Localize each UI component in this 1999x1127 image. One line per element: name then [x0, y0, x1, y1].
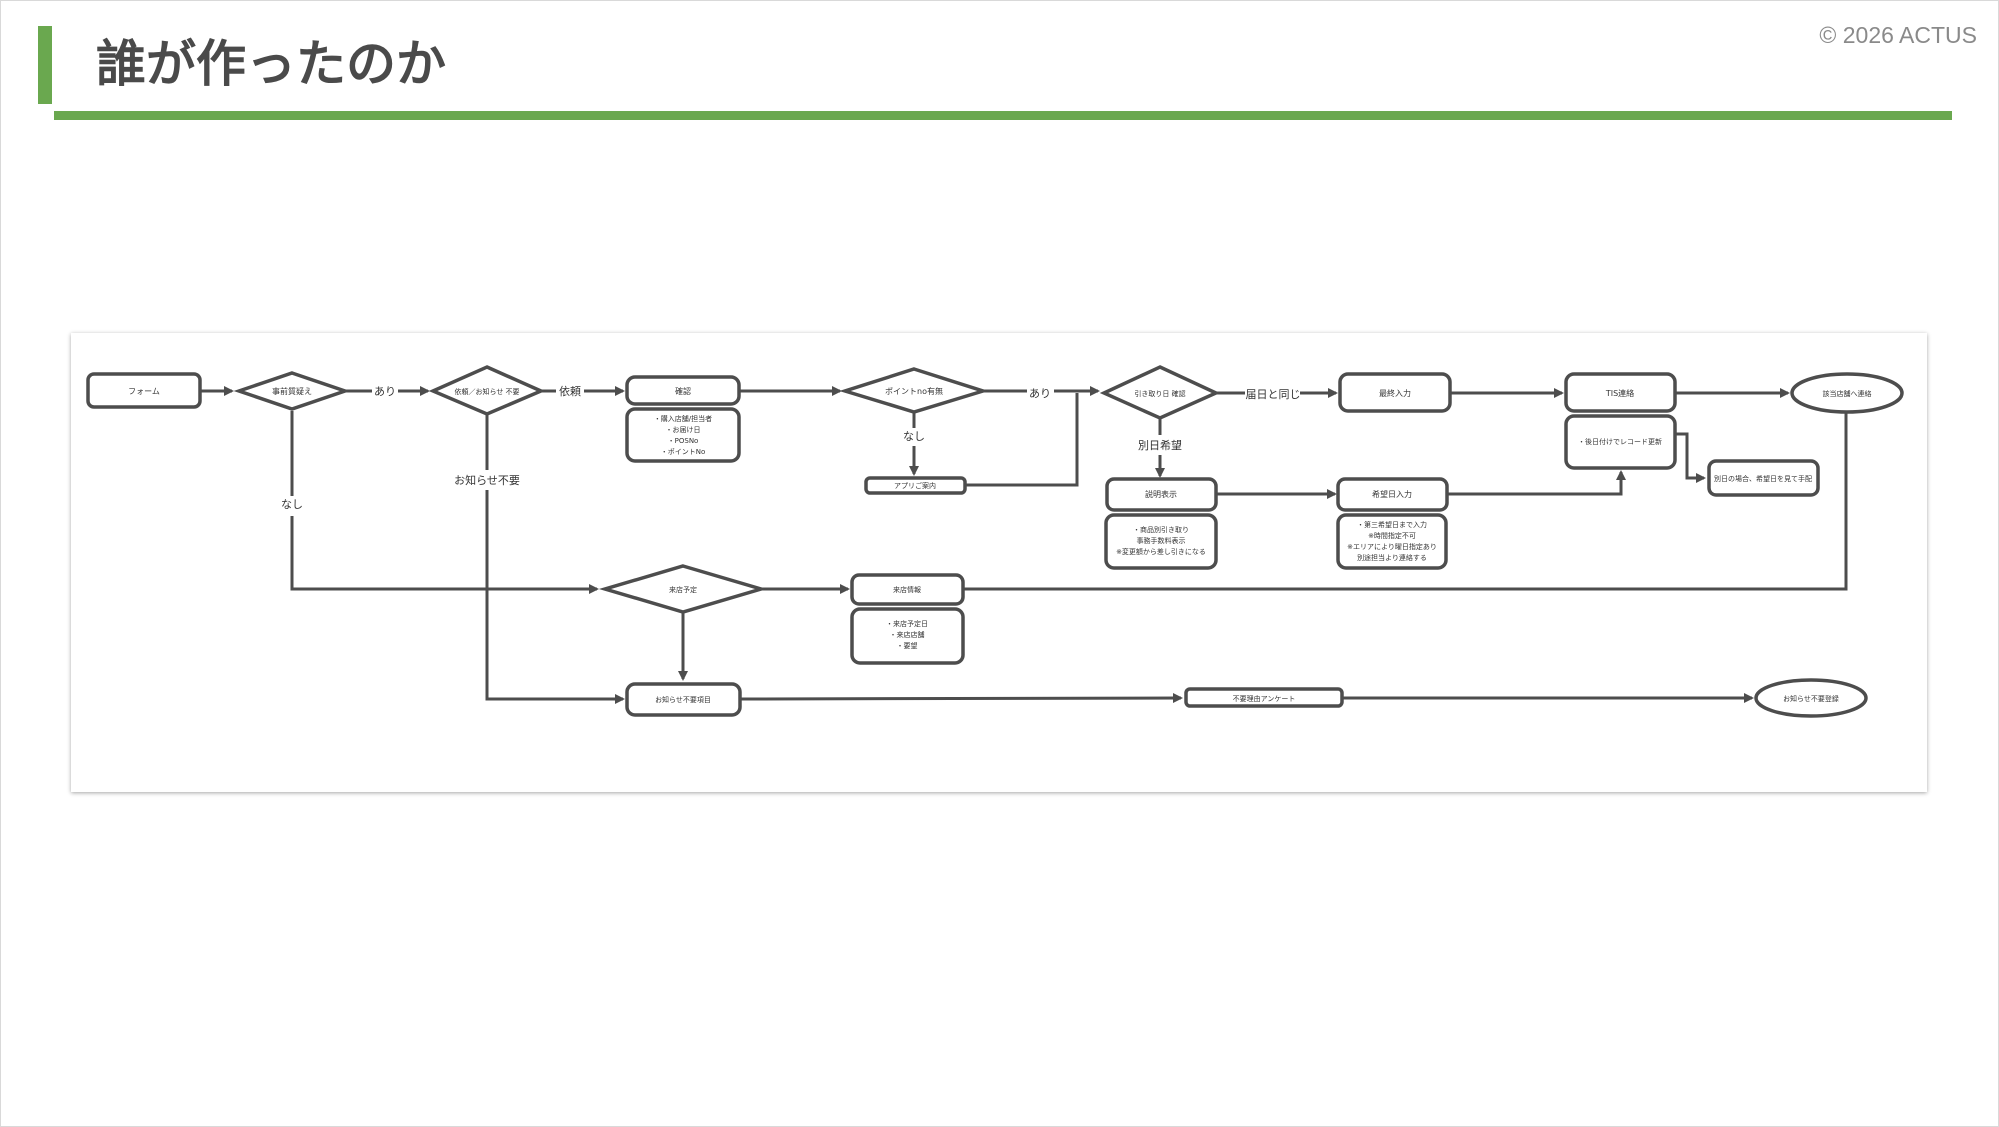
label-visit-info: 来店情報: [893, 585, 921, 594]
confirm-note-0: ・購入店舗/担当者: [654, 414, 712, 423]
edge-label-yes-1: あり: [374, 385, 396, 398]
node-confirm: [625, 375, 741, 406]
label-notice-register: お知らせ不要登録: [1783, 694, 1839, 703]
copyright-text: © 2026 ACTUS: [1819, 22, 1977, 48]
visit-note-2: ・要望: [897, 641, 918, 650]
edge-label-other-day: 別日希望: [1138, 438, 1182, 452]
label-hope-input: 希望日入力: [1372, 489, 1412, 499]
node-point-decision: [839, 367, 989, 414]
node-final-input: [1338, 372, 1452, 413]
edge-none-b: [290, 516, 599, 594]
confirm-note-3: ・ポイントNo: [661, 448, 706, 456]
hope-note-2: ※エリアにより曜日指定あり: [1347, 542, 1437, 551]
node-other-day-note: [1707, 459, 1820, 497]
visit-note-0: ・来店予定日: [886, 619, 928, 628]
explain-note-1: 事務手数料表示: [1137, 536, 1186, 545]
node-record-update: [1564, 414, 1677, 470]
edge-label-request: 依頼: [559, 385, 581, 398]
title-accent-bar: [38, 26, 52, 104]
label-tis-contact: TIS連絡: [1605, 388, 1634, 398]
hope-note-1: ※時間指定不可: [1368, 531, 1416, 540]
node-survey: [1184, 687, 1344, 708]
node-tis-contact: [1564, 372, 1677, 413]
node-explain: [1105, 477, 1218, 512]
explain-note-0: ・商品別引き取り: [1133, 525, 1189, 534]
label-point-decision: ポイントno有無: [885, 386, 943, 396]
edge-label-same-day: 届日と同じ: [1246, 388, 1301, 401]
label-request-decision: 依頼／お知らせ 不要: [454, 387, 519, 396]
node-prior-check: [233, 371, 351, 411]
node-notice-item: [625, 682, 742, 717]
node-request-decision: [428, 365, 546, 416]
edge-label-notice-unneeded: お知らせ不要: [454, 473, 520, 487]
node-visit-notes: [850, 607, 965, 665]
label-survey: 不要理由アンケート: [1233, 694, 1296, 703]
node-app-guide: [864, 476, 967, 495]
node-pickup-decision: [1099, 365, 1221, 420]
node-explain-notes: [1104, 513, 1218, 570]
edge-label-none-2: なし: [281, 498, 303, 511]
edge-labels: あり 依頼 あり 届日と同じ なし なし お知らせ不要 別日希望: [281, 385, 1301, 511]
label-record-update: ・後日付けでレコード更新: [1578, 437, 1662, 446]
node-hope-input: [1336, 477, 1449, 512]
node-visit-info: [850, 573, 965, 606]
edge-label-none-1: なし: [903, 430, 925, 443]
label-form: フォーム: [128, 387, 160, 396]
confirm-note-2: ・POSNo: [668, 437, 699, 445]
edge-hope-record: [1447, 470, 1626, 496]
node-store-contact: [1790, 372, 1904, 414]
label-final-input: 最終入力: [1379, 388, 1411, 398]
node-form: [86, 372, 202, 409]
label-store-contact: 該当店舗へ連絡: [1823, 389, 1872, 398]
hope-note-0: ・第三希望日まで入力: [1357, 520, 1427, 529]
edge-unneeded-b: [485, 490, 625, 704]
flow-connectors: [200, 375, 1851, 704]
hope-note-3: 別途担当より連絡する: [1357, 553, 1427, 562]
label-explain: 説明表示: [1145, 489, 1177, 499]
confirm-note-1: ・お届け日: [666, 426, 701, 434]
explain-note-2: ※変更額から差し引きになる: [1116, 547, 1206, 556]
edge-app-merge: [965, 393, 1079, 487]
label-app-guide: アプリご案内: [894, 481, 936, 490]
label-notice-item: お知らせ不要項目: [655, 695, 711, 704]
edge-record-note: [1675, 432, 1706, 483]
label-confirm: 確認: [675, 386, 691, 396]
visit-note-1: ・来店店舗: [890, 630, 925, 639]
node-visit-decision: [598, 564, 768, 614]
edge-info-store: [963, 375, 1851, 591]
edge-label-yes-2: あり: [1029, 387, 1051, 400]
node-hope-notes: [1336, 513, 1448, 570]
node-confirm-notes: [625, 407, 741, 463]
node-notice-register: [1754, 678, 1868, 718]
label-pickup-decision: 引き取り日 確認: [1134, 389, 1185, 398]
label-prior-check: 事前質疑え: [272, 386, 312, 396]
page-title: 誰が作ったのか: [96, 35, 446, 93]
title-underline: [54, 111, 1952, 120]
edge-notice-survey: [739, 693, 1183, 704]
flow-shapes: [86, 365, 1904, 718]
label-other-day-note: 別日の場合、希望日を見て手配: [1714, 474, 1812, 483]
node-labels: フォーム 事前質疑え 依頼／お知らせ 不要 確認 ・購入店舗/担当者 ・お届け日…: [128, 386, 1871, 704]
label-visit-decision: 来店予定: [669, 585, 697, 594]
